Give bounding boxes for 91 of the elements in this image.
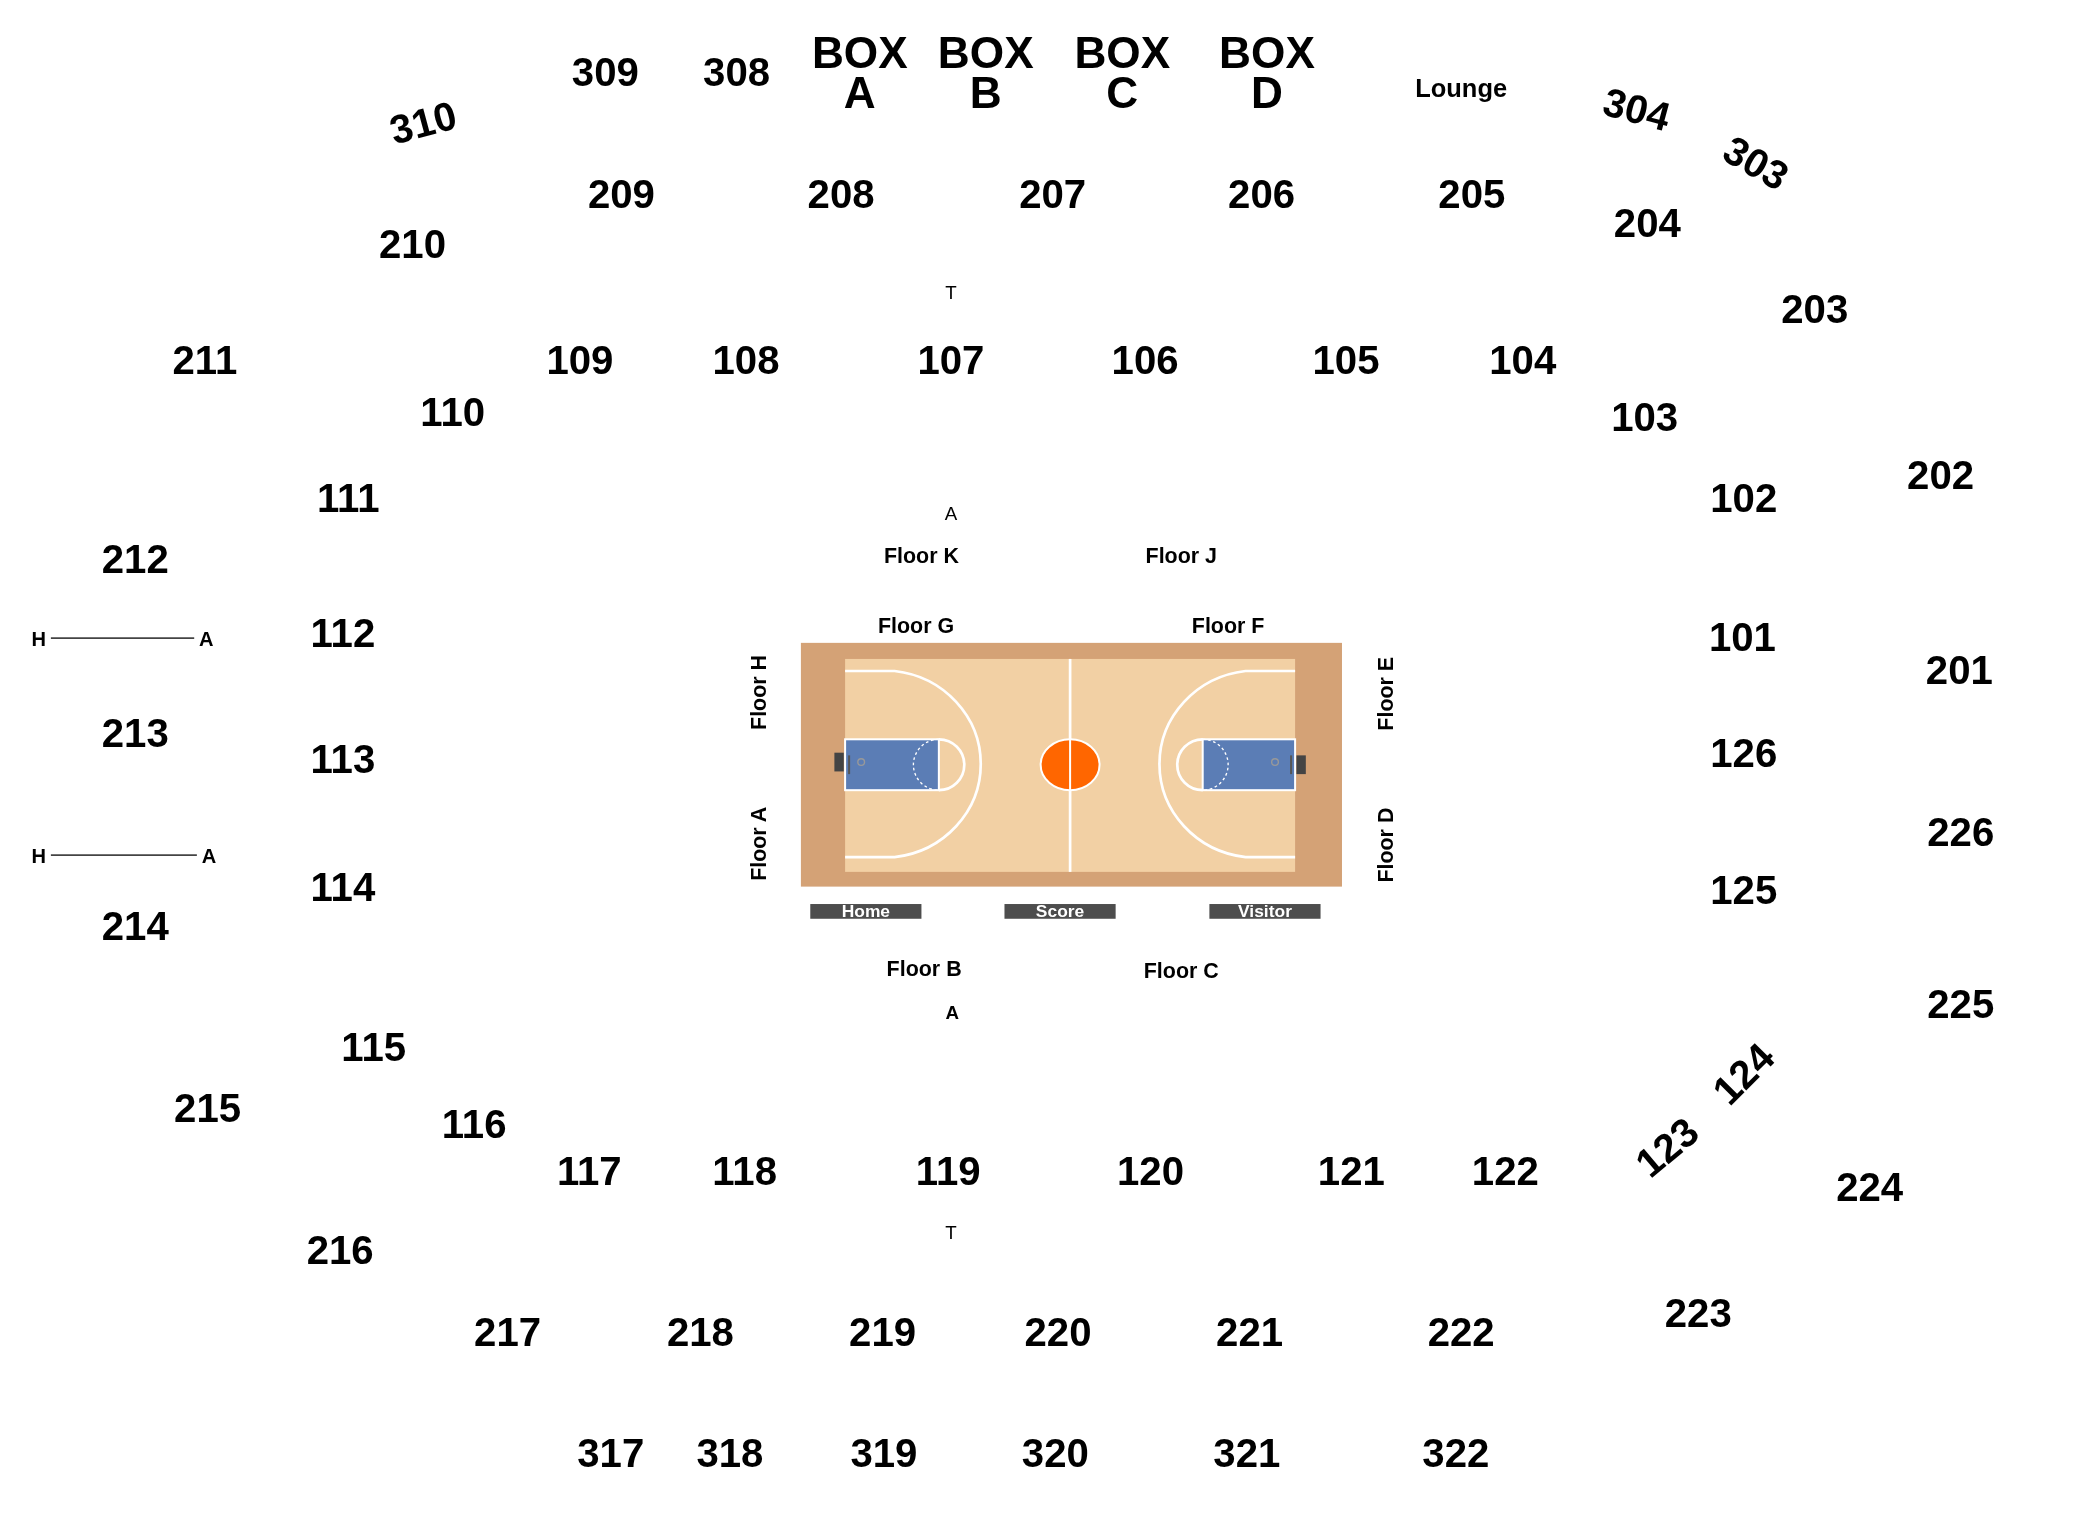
- section-number: 123: [1628, 1110, 1706, 1185]
- section-number: 202: [1907, 455, 1975, 496]
- section-number: 126: [1710, 733, 1778, 775]
- floor-section-label: Floor A: [748, 806, 771, 881]
- section-number: 119: [915, 1151, 981, 1192]
- section-number: 111: [316, 478, 380, 519]
- section-number: 214: [101, 906, 169, 947]
- section-number: 222: [1427, 1312, 1495, 1353]
- aisle-letter: T: [945, 282, 957, 302]
- section-number: 304: [1599, 81, 1675, 138]
- section-number: 122: [1471, 1151, 1539, 1192]
- floor-section-label: Floor D: [1375, 807, 1397, 883]
- section-number: 117: [556, 1151, 622, 1192]
- scoreboard-bar: Visitor: [1209, 904, 1321, 919]
- floor-section-label: Floor C: [1143, 960, 1219, 982]
- section-number: 101: [1708, 617, 1776, 658]
- section-number: 217: [474, 1312, 542, 1353]
- section-number: 110: [420, 392, 486, 433]
- section-number: 322: [1422, 1433, 1490, 1474]
- section-number: 317: [577, 1433, 645, 1474]
- section-number: 225: [1927, 984, 1995, 1025]
- section-number: 320: [1021, 1433, 1089, 1474]
- scoreboard-bar: Score: [1004, 904, 1116, 919]
- section-number: 223: [1664, 1293, 1732, 1334]
- section-number: 205: [1438, 174, 1506, 215]
- section-number: 105: [1312, 340, 1380, 381]
- section-number: 112: [310, 613, 376, 654]
- section-number: 226: [1927, 812, 1995, 854]
- section-number: 216: [306, 1230, 374, 1271]
- section-number: 221: [1216, 1312, 1284, 1353]
- section-number: 321: [1213, 1433, 1281, 1474]
- scoreboard-bar: Home: [810, 904, 922, 919]
- section-number: 118: [712, 1151, 778, 1192]
- connector-line: [50, 854, 198, 856]
- section-number: 116: [441, 1104, 507, 1146]
- section-number: 308: [703, 52, 771, 93]
- section-number: 109: [546, 340, 614, 381]
- section-number: 125: [1710, 870, 1778, 911]
- section-number: 203: [1781, 289, 1849, 330]
- section-number: 104: [1489, 340, 1557, 381]
- floor-section-label: Floor G: [878, 616, 955, 638]
- row-letter: A: [199, 845, 219, 866]
- floor-section-label: Floor H: [748, 654, 771, 730]
- box-label: BOX D: [1219, 33, 1315, 115]
- section-number: 209: [587, 174, 655, 215]
- section-number: 219: [849, 1312, 917, 1353]
- section-number: 310: [385, 95, 461, 152]
- section-number: 220: [1024, 1312, 1092, 1353]
- section-number: 114: [310, 867, 376, 909]
- section-number: 106: [1111, 340, 1179, 381]
- section-number: 318: [696, 1433, 764, 1474]
- floor-section-label: Floor E: [1375, 656, 1397, 731]
- connector-line: [50, 637, 195, 639]
- section-number: 303: [1716, 129, 1795, 198]
- section-number: 124: [1705, 1036, 1782, 1113]
- section-number: 309: [571, 52, 639, 93]
- section-number: 103: [1611, 397, 1679, 438]
- section-number: 107: [917, 340, 985, 381]
- section-number: 113: [310, 739, 376, 780]
- section-number: 211: [172, 340, 238, 381]
- section-number: 210: [379, 225, 447, 266]
- lounge-label: Lounge: [1415, 75, 1508, 102]
- section-number: 204: [1613, 203, 1681, 244]
- box-label: BOX B: [937, 33, 1034, 115]
- row-letter: H: [29, 845, 49, 866]
- section-number: 102: [1710, 478, 1778, 519]
- box-label: BOX C: [1074, 33, 1171, 115]
- section-number: 121: [1317, 1151, 1385, 1192]
- floor-section-label: Floor B: [886, 958, 962, 981]
- section-number: 115: [341, 1027, 407, 1068]
- section-number: 212: [101, 539, 169, 580]
- row-letter: H: [29, 628, 49, 649]
- floor-section-label: Floor F: [1191, 616, 1265, 638]
- box-label: BOX A: [811, 33, 908, 115]
- section-number: 120: [1116, 1151, 1184, 1192]
- section-number: 215: [174, 1088, 242, 1130]
- section-number: 208: [807, 174, 875, 215]
- aisle-letter: A: [944, 503, 958, 523]
- floor-section-label: Floor J: [1145, 545, 1217, 567]
- section-number: 213: [101, 713, 169, 755]
- row-letter: A: [196, 628, 216, 649]
- section-number: 201: [1925, 650, 1993, 692]
- section-number: 206: [1228, 174, 1296, 215]
- section-number: 207: [1019, 174, 1087, 215]
- aisle-letter: A: [945, 1003, 959, 1022]
- section-number: 218: [666, 1312, 734, 1353]
- floor-section-label: Floor K: [883, 545, 959, 567]
- section-number: 108: [712, 340, 780, 381]
- section-number: 319: [850, 1433, 918, 1474]
- section-number: 224: [1836, 1167, 1904, 1209]
- aisle-letter: T: [945, 1222, 957, 1242]
